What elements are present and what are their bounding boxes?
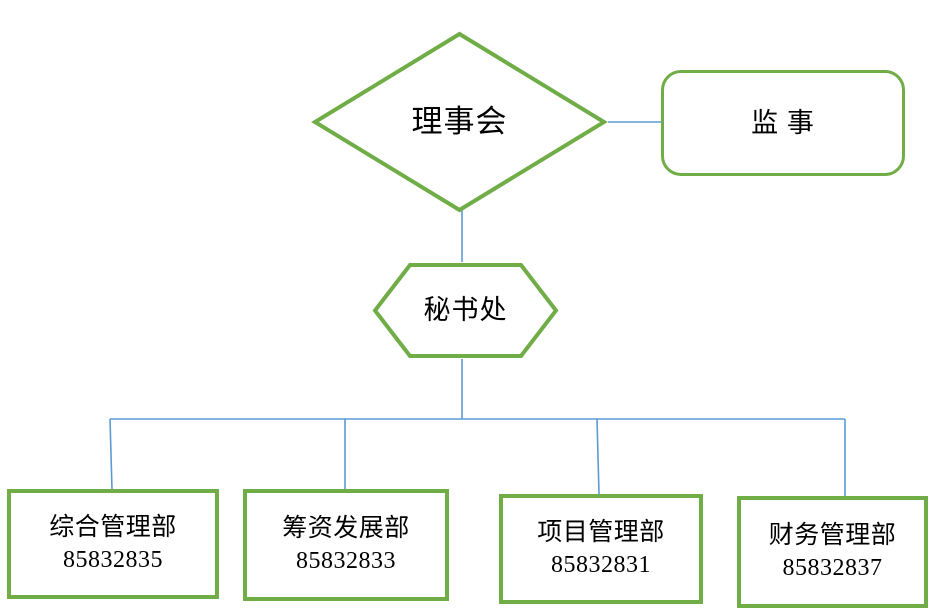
node-supervisor[interactable]: 监 事	[661, 70, 905, 176]
department-phone: 85832833	[296, 547, 396, 574]
department-phone: 85832831	[551, 551, 651, 578]
connector-drop-dept-1	[109, 418, 113, 490]
node-board-of-directors[interactable]: 理事会	[311, 30, 608, 214]
department-name: 筹资发展部	[282, 515, 410, 543]
hexagon-shape	[372, 263, 559, 358]
department-phone: 85832837	[782, 554, 883, 581]
department-name: 财务管理部	[768, 522, 897, 550]
department-name: 综合管理部	[49, 514, 177, 542]
node-board-of-directors-label: 理事会	[411, 104, 508, 140]
connector-drop-dept-3	[596, 418, 600, 495]
node-supervisor-label: 监 事	[751, 107, 815, 138]
node-department-general-management[interactable]: 综合管理部 85832835	[7, 489, 219, 599]
node-secretariat-label: 秘书处	[423, 295, 508, 326]
department-phone: 85832835	[63, 546, 163, 573]
department-name: 项目管理部	[537, 519, 665, 547]
diamond-shape	[311, 31, 608, 213]
node-department-fundraising-development[interactable]: 筹资发展部 85832833	[243, 489, 449, 601]
node-secretariat[interactable]: 秘书处	[372, 262, 559, 359]
node-department-finance-management[interactable]: 财务管理部 85832837	[737, 496, 928, 608]
node-department-project-management[interactable]: 项目管理部 85832831	[499, 494, 703, 604]
